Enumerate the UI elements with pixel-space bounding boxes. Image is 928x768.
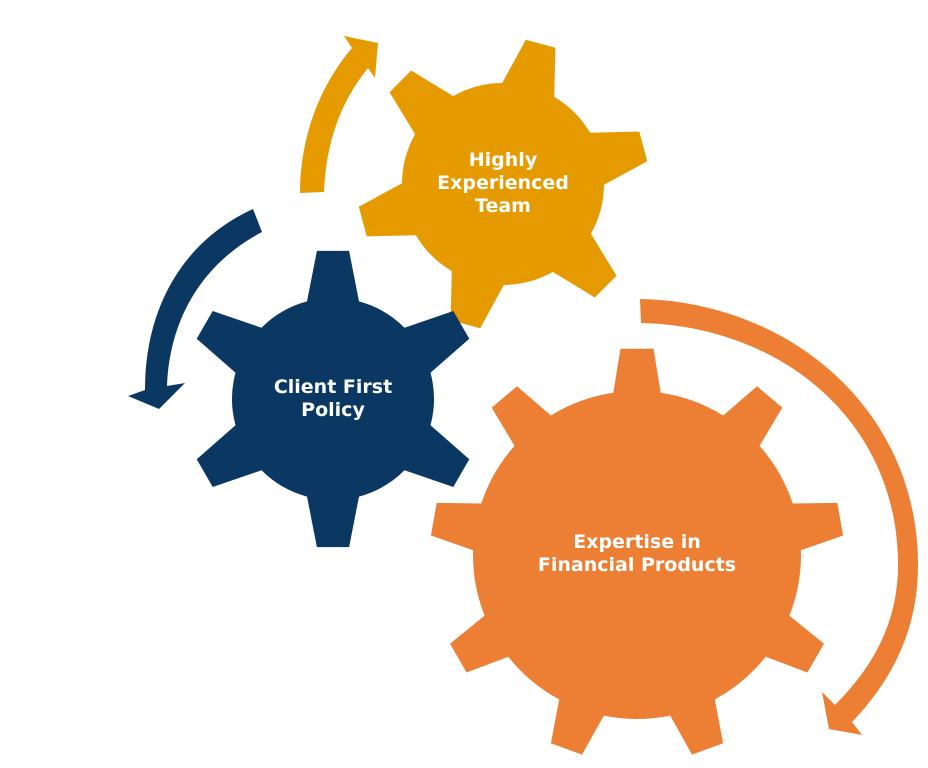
label-line: Highly (468, 149, 538, 172)
label-line: Team (475, 195, 531, 218)
gold-gear (358, 39, 648, 329)
label-line: Expertise in (573, 530, 701, 553)
label-line: Policy (301, 399, 365, 421)
orange-curved-arrow (640, 299, 918, 735)
label-line: Financial Products (537, 554, 737, 576)
gear-label-expertise-financial-products: Expertise in Financial Products (538, 531, 736, 577)
orange-gear (430, 348, 844, 755)
navy-gear (196, 250, 470, 548)
gold-curved-arrow (300, 36, 378, 193)
label-line: Client First (273, 375, 393, 398)
navy-curved-arrow (128, 209, 262, 409)
label-line: Experienced (437, 172, 569, 195)
gear-label-highly-experienced-team: Highly Experienced Team (437, 149, 569, 219)
gear-label-client-first-policy: Client First Policy (274, 376, 392, 422)
